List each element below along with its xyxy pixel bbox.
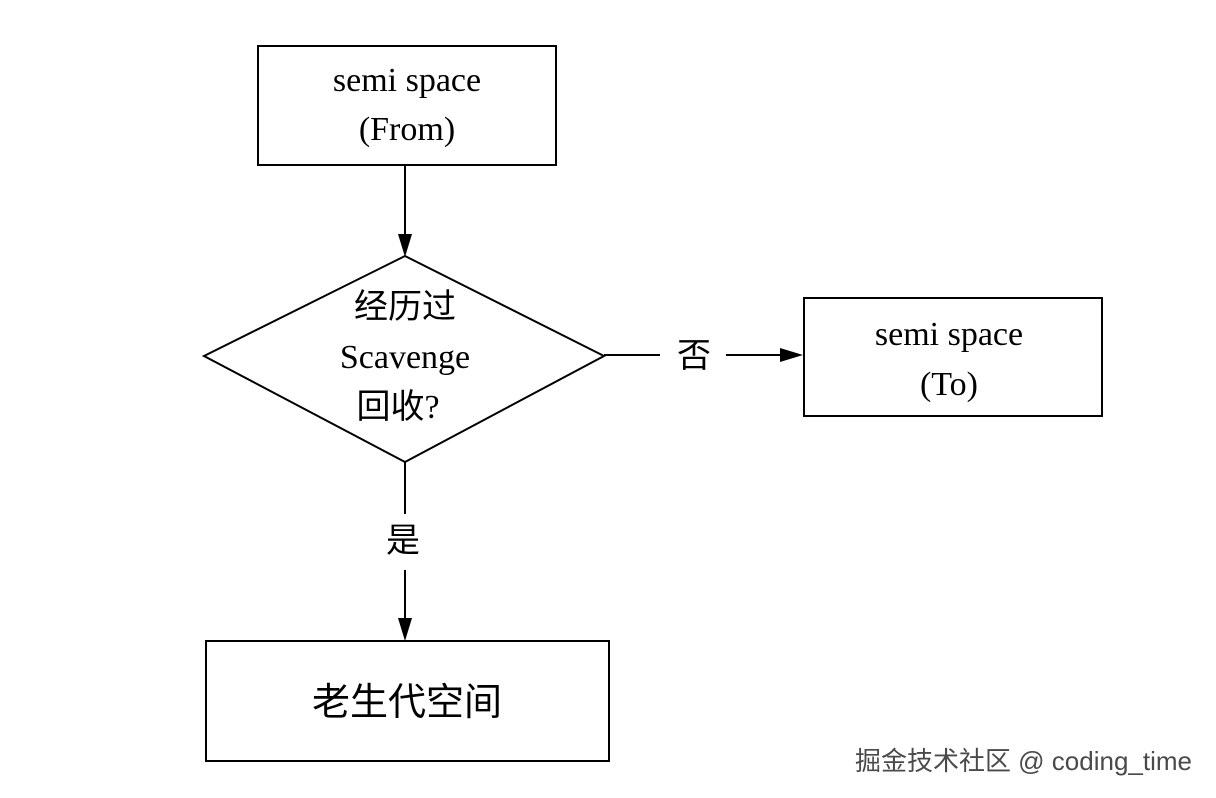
node-semi-space-to-box bbox=[803, 297, 1103, 417]
node-old-generation: 老生代空间 bbox=[205, 640, 610, 762]
node-old-generation-label: 老生代空间 bbox=[312, 682, 502, 724]
edge-yes-label: 是 bbox=[386, 523, 420, 560]
edge-decision-to-to: 否 bbox=[604, 338, 803, 375]
edge-decision-to-old: 是 bbox=[386, 462, 420, 641]
node-decision-line3: 回收? bbox=[356, 388, 439, 426]
node-old-generation-box bbox=[205, 640, 610, 762]
edge-no-arrowhead bbox=[780, 348, 803, 362]
node-semi-space-from: semi space (From) bbox=[257, 45, 557, 166]
edge-from-to-decision bbox=[398, 165, 412, 257]
node-semi-space-to-line2: (To) bbox=[920, 366, 978, 403]
edge-from-to-decision-arrowhead bbox=[398, 234, 412, 257]
node-decision-line2: Scavenge bbox=[340, 339, 470, 376]
node-semi-space-from-line2: (From) bbox=[359, 111, 455, 148]
node-semi-space-to: semi space (To) bbox=[803, 297, 1103, 417]
watermark-text: 掘金技术社区 @ coding_time bbox=[855, 746, 1192, 776]
node-decision: 经历过 Scavenge 回收? bbox=[201, 254, 607, 464]
edge-yes-arrowhead bbox=[398, 618, 412, 641]
node-semi-space-to-line1: semi space bbox=[875, 316, 1023, 353]
node-semi-space-from-line1: semi space bbox=[333, 62, 481, 99]
node-decision-line1: 经历过 bbox=[354, 288, 456, 326]
edge-no-label: 否 bbox=[677, 338, 711, 375]
node-semi-space-from-box bbox=[257, 45, 557, 166]
